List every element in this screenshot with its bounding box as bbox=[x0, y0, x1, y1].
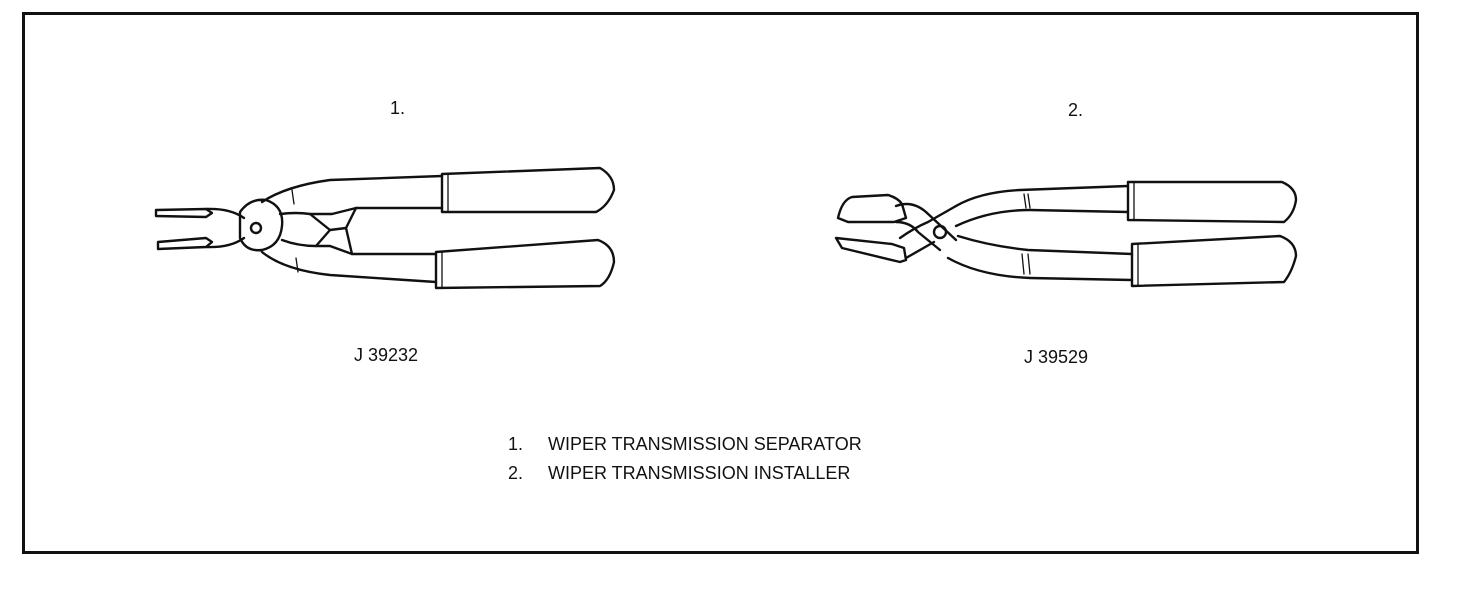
tool-1-code: J 39232 bbox=[354, 345, 419, 365]
legend-item-number: 1. bbox=[508, 434, 524, 454]
legend-item: 1. WIPER TRANSMISSION SEPARATOR bbox=[508, 430, 862, 459]
installer-pliers-illustration bbox=[834, 180, 1298, 288]
legend-item-label: WIPER TRANSMISSION INSTALLER bbox=[548, 463, 851, 483]
legend-item: 2. WIPER TRANSMISSION INSTALLER bbox=[508, 459, 862, 488]
figure-frame bbox=[22, 12, 1419, 554]
tool-2-number: 2. bbox=[1068, 100, 1084, 120]
tool-1-number: 1. bbox=[390, 98, 406, 118]
legend-item-number: 2. bbox=[508, 463, 524, 483]
legend: 1. WIPER TRANSMISSION SEPARATOR 2. WIPER T… bbox=[508, 430, 862, 488]
legend-item-label: WIPER TRANSMISSION SEPARATOR bbox=[548, 434, 862, 454]
separator-pliers-illustration bbox=[154, 166, 616, 290]
tool-2-code: J 39529 bbox=[1024, 347, 1089, 367]
